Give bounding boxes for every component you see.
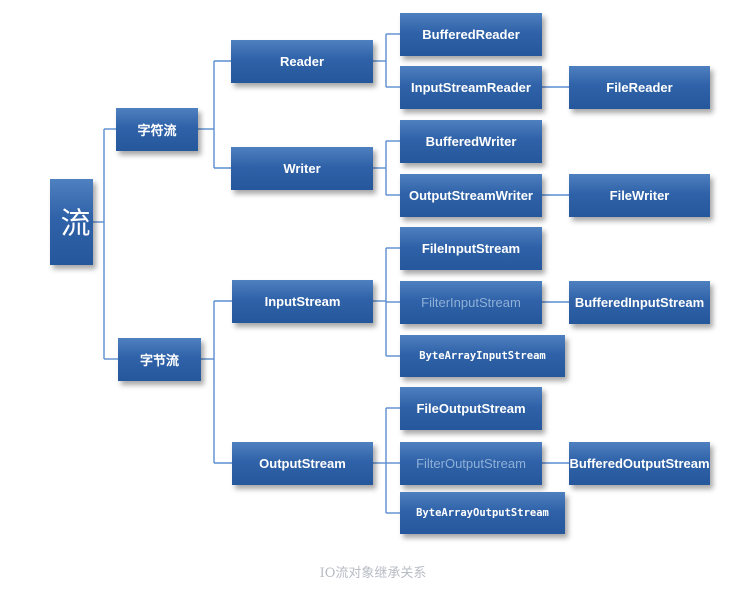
node-byte-stream: 字节流	[118, 338, 201, 381]
node-buffered-reader: BufferedReader	[400, 13, 542, 56]
node-byte-array-output-stream: ByteArrayOutputStream	[400, 492, 565, 534]
node-filter-input-stream: FilterInputStream	[400, 281, 542, 324]
node-input-stream-reader: InputStreamReader	[400, 66, 542, 109]
node-input-stream: InputStream	[232, 280, 373, 323]
node-file-writer: FileWriter	[569, 174, 710, 217]
node-output-stream-writer: OutputStreamWriter	[400, 174, 542, 217]
node-buffered-output-stream: BufferedOutputStream	[569, 442, 710, 485]
node-file-output-stream: FileOutputStream	[400, 387, 542, 430]
node-file-reader: FileReader	[569, 66, 710, 109]
node-buffered-writer: BufferedWriter	[400, 120, 542, 163]
node-char-stream: 字符流	[116, 108, 198, 151]
node-file-input-stream: FileInputStream	[400, 227, 542, 270]
diagram-caption: IO流对象继承关系	[319, 566, 427, 581]
node-root-stream: 流	[50, 179, 93, 265]
node-output-stream: OutputStream	[232, 442, 373, 485]
node-writer: Writer	[231, 147, 373, 190]
node-byte-array-input-stream: ByteArrayInputStream	[400, 335, 565, 377]
node-reader: Reader	[231, 40, 373, 83]
node-filter-output-stream: FilterOutputStream	[400, 442, 542, 485]
node-buffered-input-stream: BufferedInputStream	[569, 281, 710, 324]
